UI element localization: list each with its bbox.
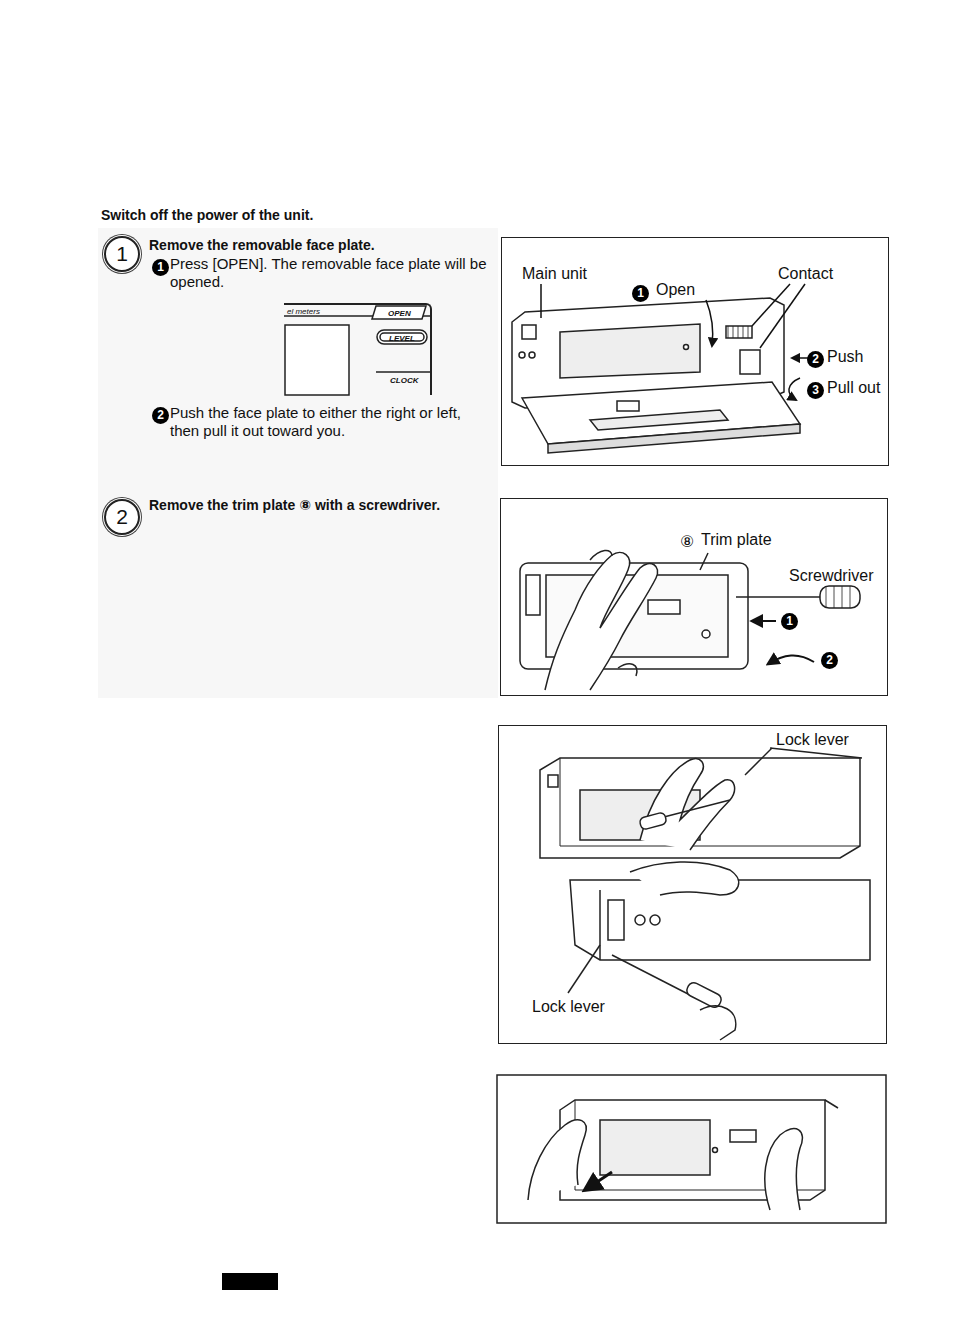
lock-lever-drawing [700,1006,736,1040]
lock-lever-drawing [640,759,735,850]
pull-out-drawing [528,1120,586,1200]
pull-out-drawing [600,1120,710,1175]
motion-arrows [789,378,800,400]
part-label: Contact [778,265,833,283]
main-unit-drawing [728,326,748,338]
page-title: Switch off the power of the unit. [101,207,313,223]
part-label: Trim plate [701,531,772,549]
trim-plate-drawing [526,575,540,615]
motion-arrows [540,284,542,318]
button-inset [376,371,430,373]
figure-frame: Main unit 1 Open Contact 2Push3Pull out [501,237,889,466]
page-tab [222,1273,278,1290]
button-label: el meters [287,307,320,316]
callout-number: 2 [807,351,824,368]
main-unit-drawing [590,410,728,430]
lock-lever-drawing [745,748,772,775]
trim-plate-drawing [590,550,612,560]
callout-number: 1 [152,259,169,276]
motion-arrows [760,284,805,348]
main-unit-drawing [617,401,639,411]
instruction-text: Press [OPEN]. The removable face plate w… [170,255,492,291]
button-inset [284,306,430,395]
pull-out-drawing [825,1100,838,1108]
button-inset [285,325,349,395]
trim-arrows [768,655,814,664]
part-label: Open [656,281,695,299]
lock-lever-drawing [685,981,723,1010]
callout-number: 1 [632,285,649,302]
button-label: OPEN [388,309,411,318]
part-label: ⑧ [680,533,694,551]
pull-out-drawing [528,1100,838,1210]
main-unit-drawing [560,324,700,378]
pull-out-drawing [713,1148,718,1153]
trim-arrows [752,620,776,622]
trim-plate-drawing [545,552,658,690]
step-heading: Remove the trim plate ⑧ with a screwdriv… [149,497,440,513]
main-unit-drawing [519,352,525,358]
main-unit-drawing [548,424,800,453]
lock-lever-drawing [770,748,862,758]
lock-lever-drawing [650,915,660,925]
callout-number: 1 [781,613,798,630]
main-unit-drawing [522,325,536,339]
main-unit-drawing [726,326,752,338]
button-label: CLOCK [390,376,418,385]
pull-arrow [585,1172,612,1190]
lock-lever-drawing [540,748,870,1040]
figure-frame: Lock leverLock lever [498,725,887,1044]
part-label: Push [827,348,863,366]
trim-plate-drawing [700,553,708,570]
instruction-text: Push the face plate to either the right … [170,404,492,440]
callout-number: 2 [821,652,838,669]
trim-plate-drawing [820,586,860,608]
text-ground [98,228,498,698]
part-label: Screwdriver [789,567,873,585]
button-panel: el meters OPEN LEVEL CLOCK [284,303,432,395]
trim-plate-drawing [648,600,680,614]
lock-lever-drawing [599,890,601,960]
motion-arrows [706,300,713,346]
lock-lever-drawing [548,775,558,787]
lock-lever-drawing [630,862,739,895]
lock-lever-drawing [660,800,730,818]
callout-number: 2 [152,407,169,424]
step-number: 1 [104,236,140,272]
motion-arrows [541,284,822,400]
trim-plate-drawing [736,596,822,598]
step-heading: Remove the removable face plate. [149,237,375,253]
lock-lever-drawing [635,915,645,925]
button-inset [377,330,427,344]
main-unit-drawing [740,350,760,374]
button-label: LEVEL [389,334,415,343]
part-label: Lock lever [532,998,605,1016]
lock-lever-drawing [540,758,860,858]
pull-out-drawing [765,1129,803,1210]
part-label: Lock lever [776,731,849,749]
motion-arrows [752,284,790,326]
part-label: Main unit [522,265,587,283]
trim-plate-drawing [618,664,637,676]
lock-lever-drawing [639,812,667,830]
figure-frame [497,1075,886,1223]
part-label: Pull out [827,379,880,397]
step-number: 2 [104,499,140,535]
lock-lever-drawing [608,900,624,940]
figure-frame: ⑧ Trim plateScrewdriver 1 2 [500,498,888,696]
pull-out-drawing [730,1130,756,1142]
trim-plate-drawing [702,630,710,638]
main-unit-drawing [529,352,535,358]
lock-lever-drawing [568,945,600,993]
main-unit-drawing [684,345,689,350]
lock-lever-drawing [612,955,690,995]
trim-plate-drawing [826,586,850,608]
callout-number: 3 [807,382,824,399]
button-inset [372,306,426,319]
